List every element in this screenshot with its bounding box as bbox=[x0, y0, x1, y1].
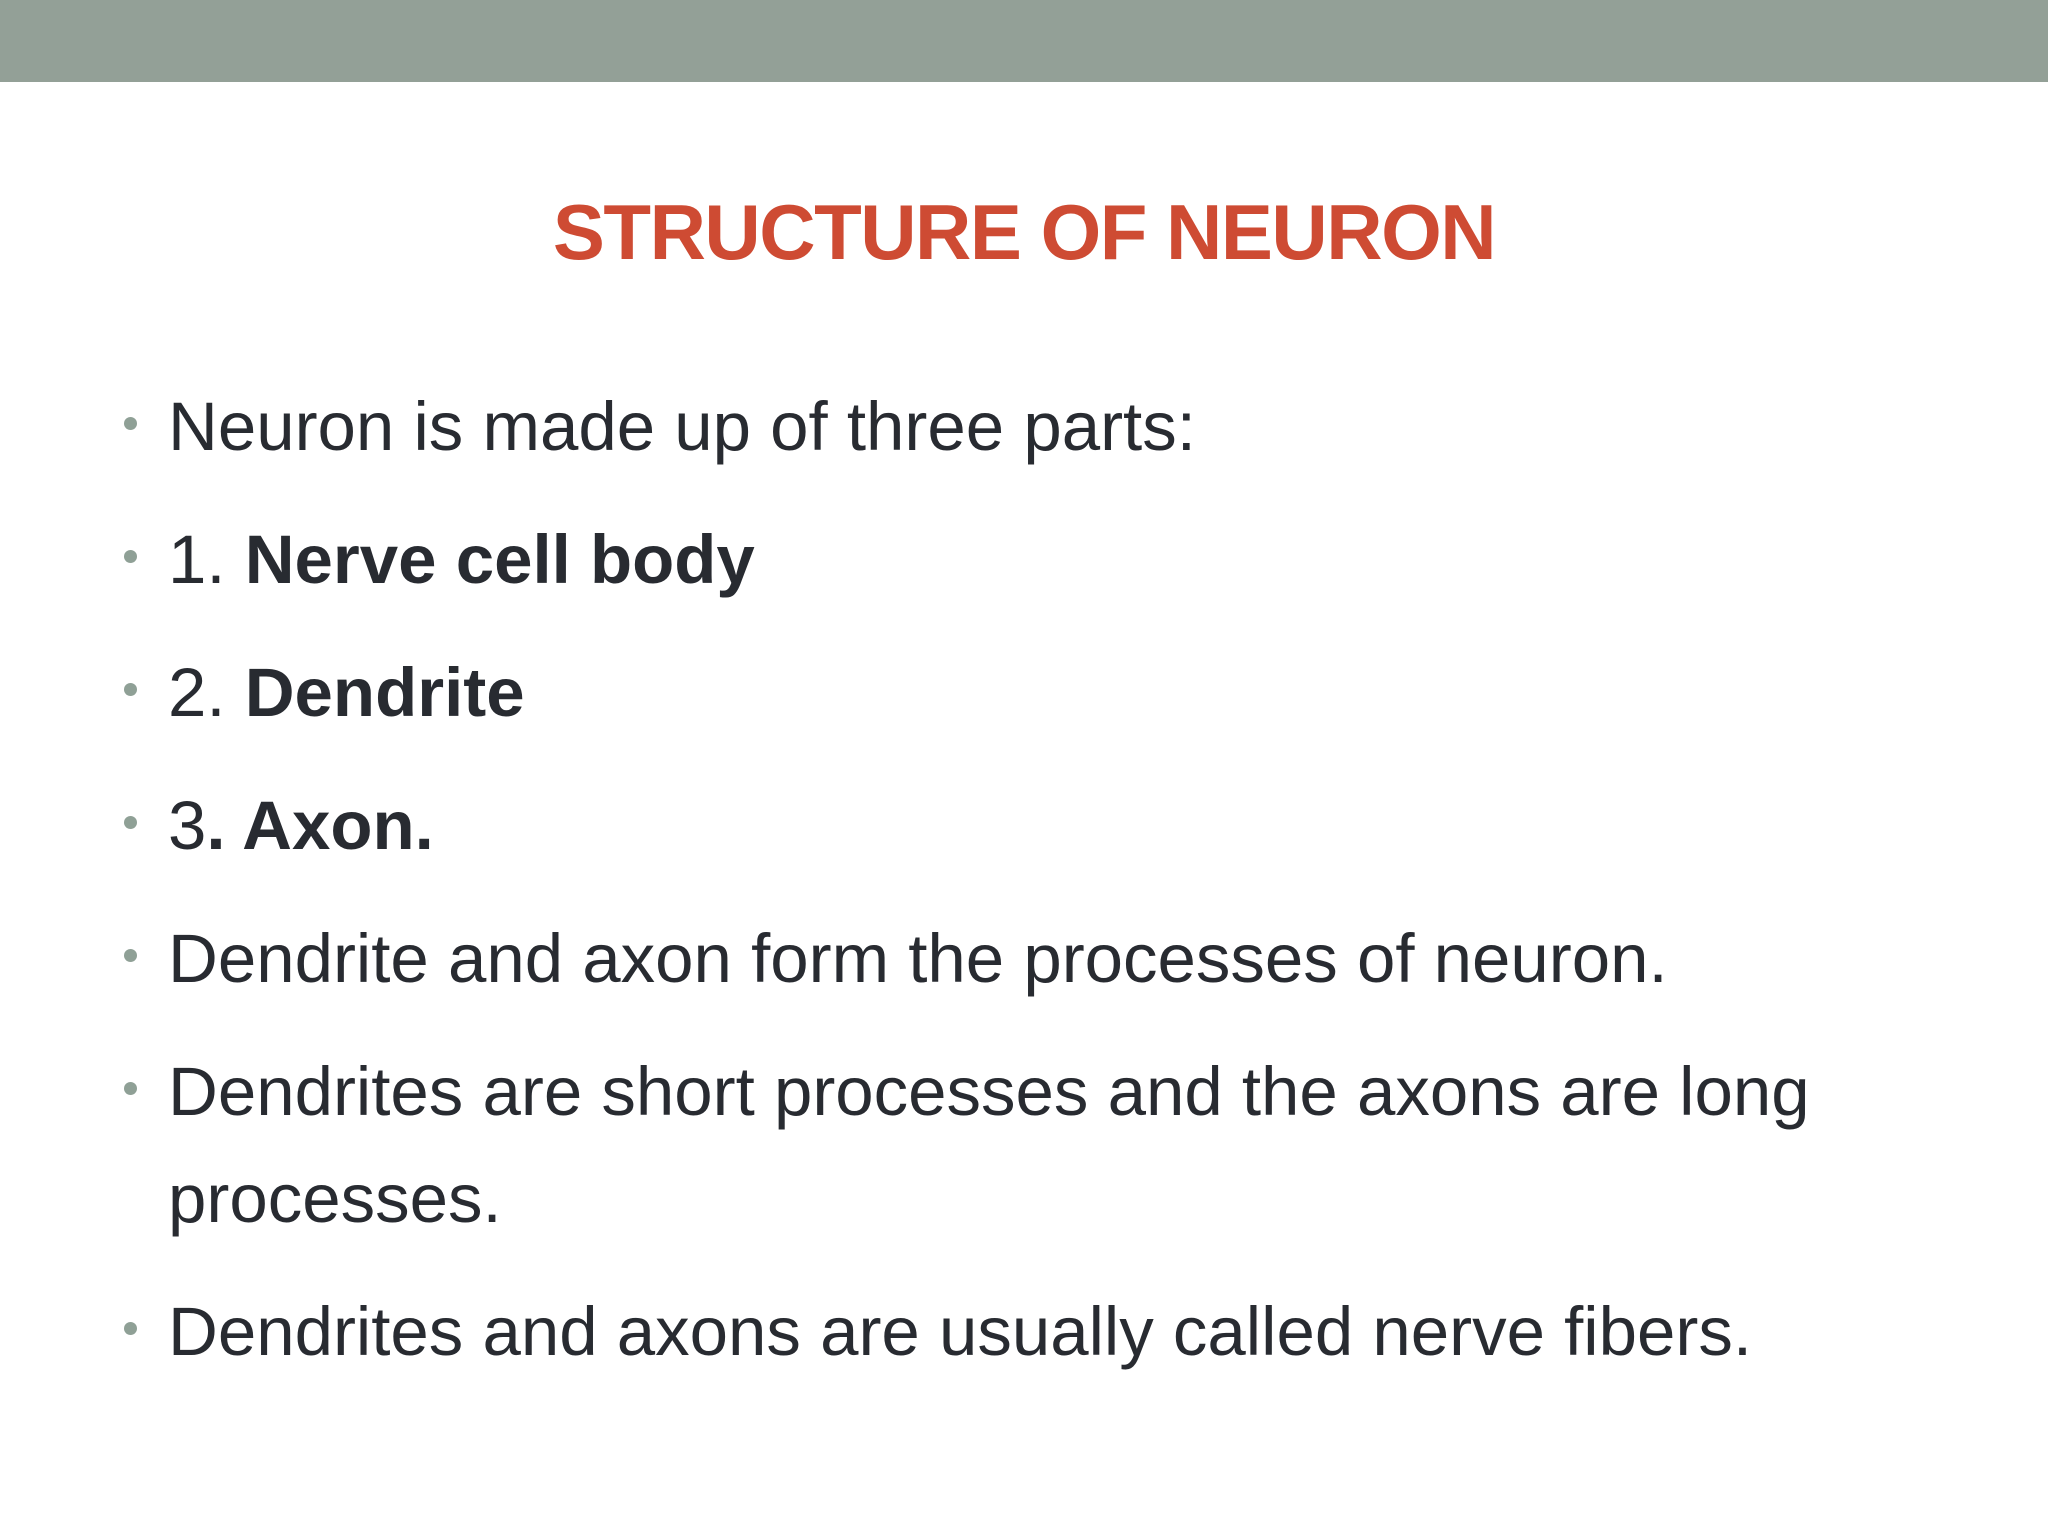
bullet-marker-icon bbox=[124, 683, 137, 696]
top-bar bbox=[0, 0, 2048, 82]
bullet-marker-icon bbox=[124, 1322, 137, 1335]
bullet-list: Neuron is made up of three parts: 1. Nerv… bbox=[0, 373, 2048, 1385]
bullet-text-segment: Dendrites and axons are usually called n… bbox=[168, 1293, 1753, 1370]
bullet-marker-icon bbox=[124, 949, 137, 962]
bullet-text-segment: Neuron is made up of three parts: bbox=[168, 388, 1196, 465]
bullet-text-bold-segment: Nerve cell body bbox=[244, 521, 755, 598]
bullet-text-segment: Dendrite and axon form the processes of … bbox=[168, 920, 1668, 997]
bullet-item: Dendrites are short processes and the ax… bbox=[124, 1038, 1828, 1252]
bullet-item: Dendrite and axon form the processes of … bbox=[124, 905, 1828, 1012]
bullet-item: Dendrites and axons are usually called n… bbox=[124, 1278, 1828, 1385]
bullet-text-segment: Dendrites are short processes and the ax… bbox=[168, 1053, 1810, 1237]
bullet-item: 1. Nerve cell body bbox=[124, 506, 1828, 613]
bullet-item: Neuron is made up of three parts: bbox=[124, 373, 1828, 480]
slide: STRUCTURE OF NEURON Neuron is made up of… bbox=[0, 0, 2048, 1385]
bullet-text-segment: 3 bbox=[168, 787, 207, 864]
page-title: STRUCTURE OF NEURON bbox=[552, 188, 1497, 276]
bullet-item: 2. Dendrite bbox=[124, 639, 1828, 746]
bullet-text-bold-segment: Dendrite bbox=[244, 654, 525, 731]
bullet-text-bold-segment: . Axon. bbox=[206, 787, 434, 864]
bullet-item: 3. Axon. bbox=[124, 772, 1828, 879]
bullet-marker-icon bbox=[124, 816, 137, 829]
bullet-marker-icon bbox=[124, 1082, 137, 1095]
bullet-text-segment: 1. bbox=[168, 521, 245, 598]
bullet-marker-icon bbox=[124, 550, 137, 563]
bullet-text-segment: 2. bbox=[168, 654, 245, 731]
bullet-marker-icon bbox=[124, 417, 137, 430]
